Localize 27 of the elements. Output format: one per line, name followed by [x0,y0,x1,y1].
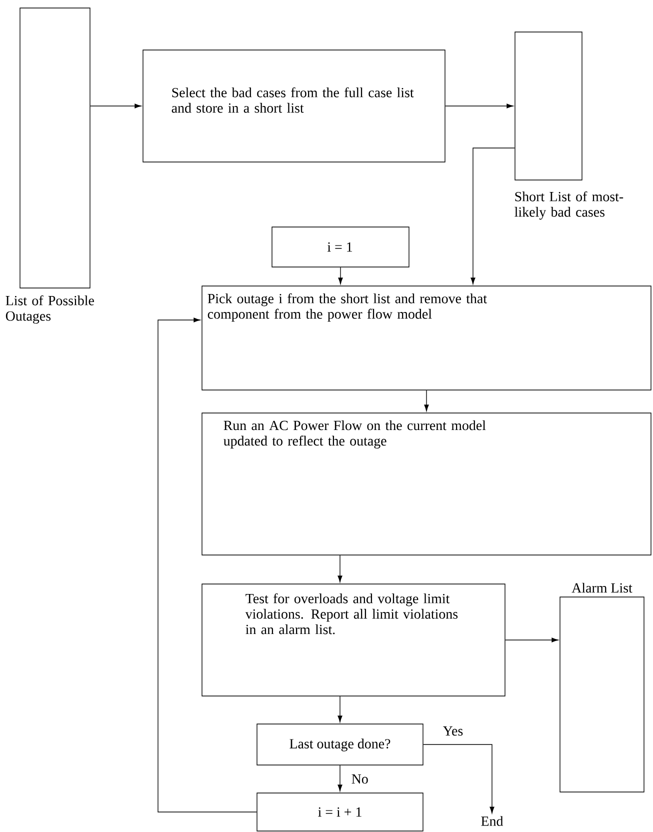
arrow [338,765,342,792]
list-box: List of Possible Outages [6,8,94,324]
process-box: Select the bad cases from the full case list and store in a short list [142,50,446,162]
edge-label: Yes [442,725,464,737]
node-label: List of Possible Outages [6,295,94,324]
arrow [338,555,342,582]
decision-box: Last outage done? [256,724,424,766]
process-box: Run an AC Power Flow on the current model updated to reflect the outage [202,412,652,556]
list-box: Short List of most-likely bad cases [514,32,624,220]
process-box: i = 1 [272,226,410,268]
arrow [505,638,558,642]
process-box: Pick outage i from the short list and remove that component from the power flow model [202,286,652,390]
edge-label: No [350,773,370,785]
arrow [445,104,514,108]
arrow [424,390,429,412]
arrow [90,104,142,108]
end-text: End [481,816,504,826]
process-box: i = i + 1 [256,792,424,832]
list-box: Alarm List [560,582,644,792]
process-box: Test for overloads and voltage limit violations. Report all limit violations in an alarm list. [202,584,506,696]
arrow [338,267,343,284]
node-label: Short List of most-likely bad cases [514,191,624,220]
arrow [470,148,515,284]
arrow [158,318,257,812]
arrow [423,744,494,814]
node-label: Alarm List [572,582,632,593]
arrow [338,696,342,722]
